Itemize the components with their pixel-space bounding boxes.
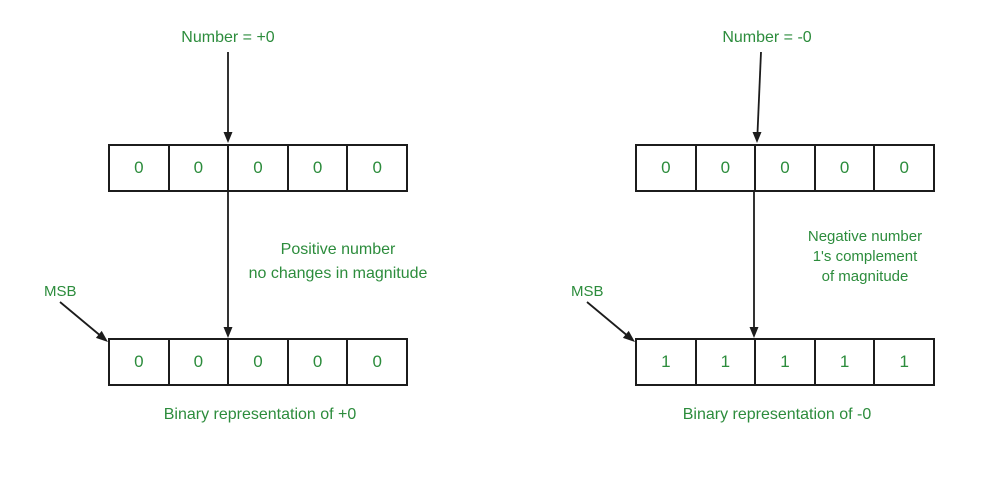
transform-note-line: 1's complement xyxy=(812,248,918,265)
bit-cell: 0 xyxy=(754,146,814,190)
positive-zero-panel: Number = +0 0 0 0 0 0 Positive number no… xyxy=(0,0,458,504)
bit-cell: 0 xyxy=(227,340,287,384)
transform-note-line: no changes in magnitude xyxy=(248,265,428,282)
register-caption: Binary representation of +0 xyxy=(163,406,357,423)
bit-cell: 0 xyxy=(134,352,144,371)
bit-register-bottom: 0 0 0 0 0 xyxy=(108,338,408,386)
bit-cell: 0 xyxy=(346,146,406,190)
down-arrow-icon xyxy=(749,192,759,338)
bit-cell: 1 xyxy=(873,340,933,384)
bit-cell: 0 xyxy=(134,158,144,177)
bit-cell: 0 xyxy=(873,146,933,190)
bit-cell: 0 xyxy=(167,146,228,190)
bit-cell: 1 xyxy=(813,340,874,384)
down-arrow-icon xyxy=(752,52,762,143)
number-input-label: Number = -0 xyxy=(722,29,812,46)
bit-cell: 0 xyxy=(813,146,874,190)
transform-note-line: of magnitude xyxy=(821,268,909,285)
bit-cell: 0 xyxy=(286,340,347,384)
msb-arrow-icon xyxy=(586,301,635,342)
bit-cell: 1 xyxy=(694,340,755,384)
down-arrow-icon xyxy=(223,52,233,143)
negative-zero-panel: Number = -0 0 0 0 0 0 Negative number 1'… xyxy=(527,0,985,504)
down-arrow-icon xyxy=(223,192,233,338)
bit-cell: 1 xyxy=(754,340,814,384)
msb-label: MSB xyxy=(571,283,604,300)
bit-cell: 0 xyxy=(661,158,671,177)
bit-register-top: 0 0 0 0 0 xyxy=(108,144,408,192)
msb-arrow-icon xyxy=(59,301,108,342)
transform-note: Positive number no changes in magnitude xyxy=(227,238,449,286)
bit-cell: 0 xyxy=(286,146,347,190)
bit-cell: 0 xyxy=(694,146,755,190)
number-input-label: Number = +0 xyxy=(181,29,275,46)
register-caption: Binary representation of -0 xyxy=(682,406,872,423)
bit-register-top: 0 0 0 0 0 xyxy=(635,144,935,192)
transform-note: Negative number 1's complement of magnit… xyxy=(754,227,976,287)
bit-cell: 0 xyxy=(346,340,406,384)
bit-register-bottom: 1 1 1 1 1 xyxy=(635,338,935,386)
bit-cell: 0 xyxy=(227,146,287,190)
bit-cell: 1 xyxy=(661,352,671,371)
transform-note-line: Positive number xyxy=(280,241,396,258)
transform-note-line: Negative number xyxy=(807,228,923,245)
bit-cell: 0 xyxy=(167,340,228,384)
msb-label: MSB xyxy=(44,283,77,300)
